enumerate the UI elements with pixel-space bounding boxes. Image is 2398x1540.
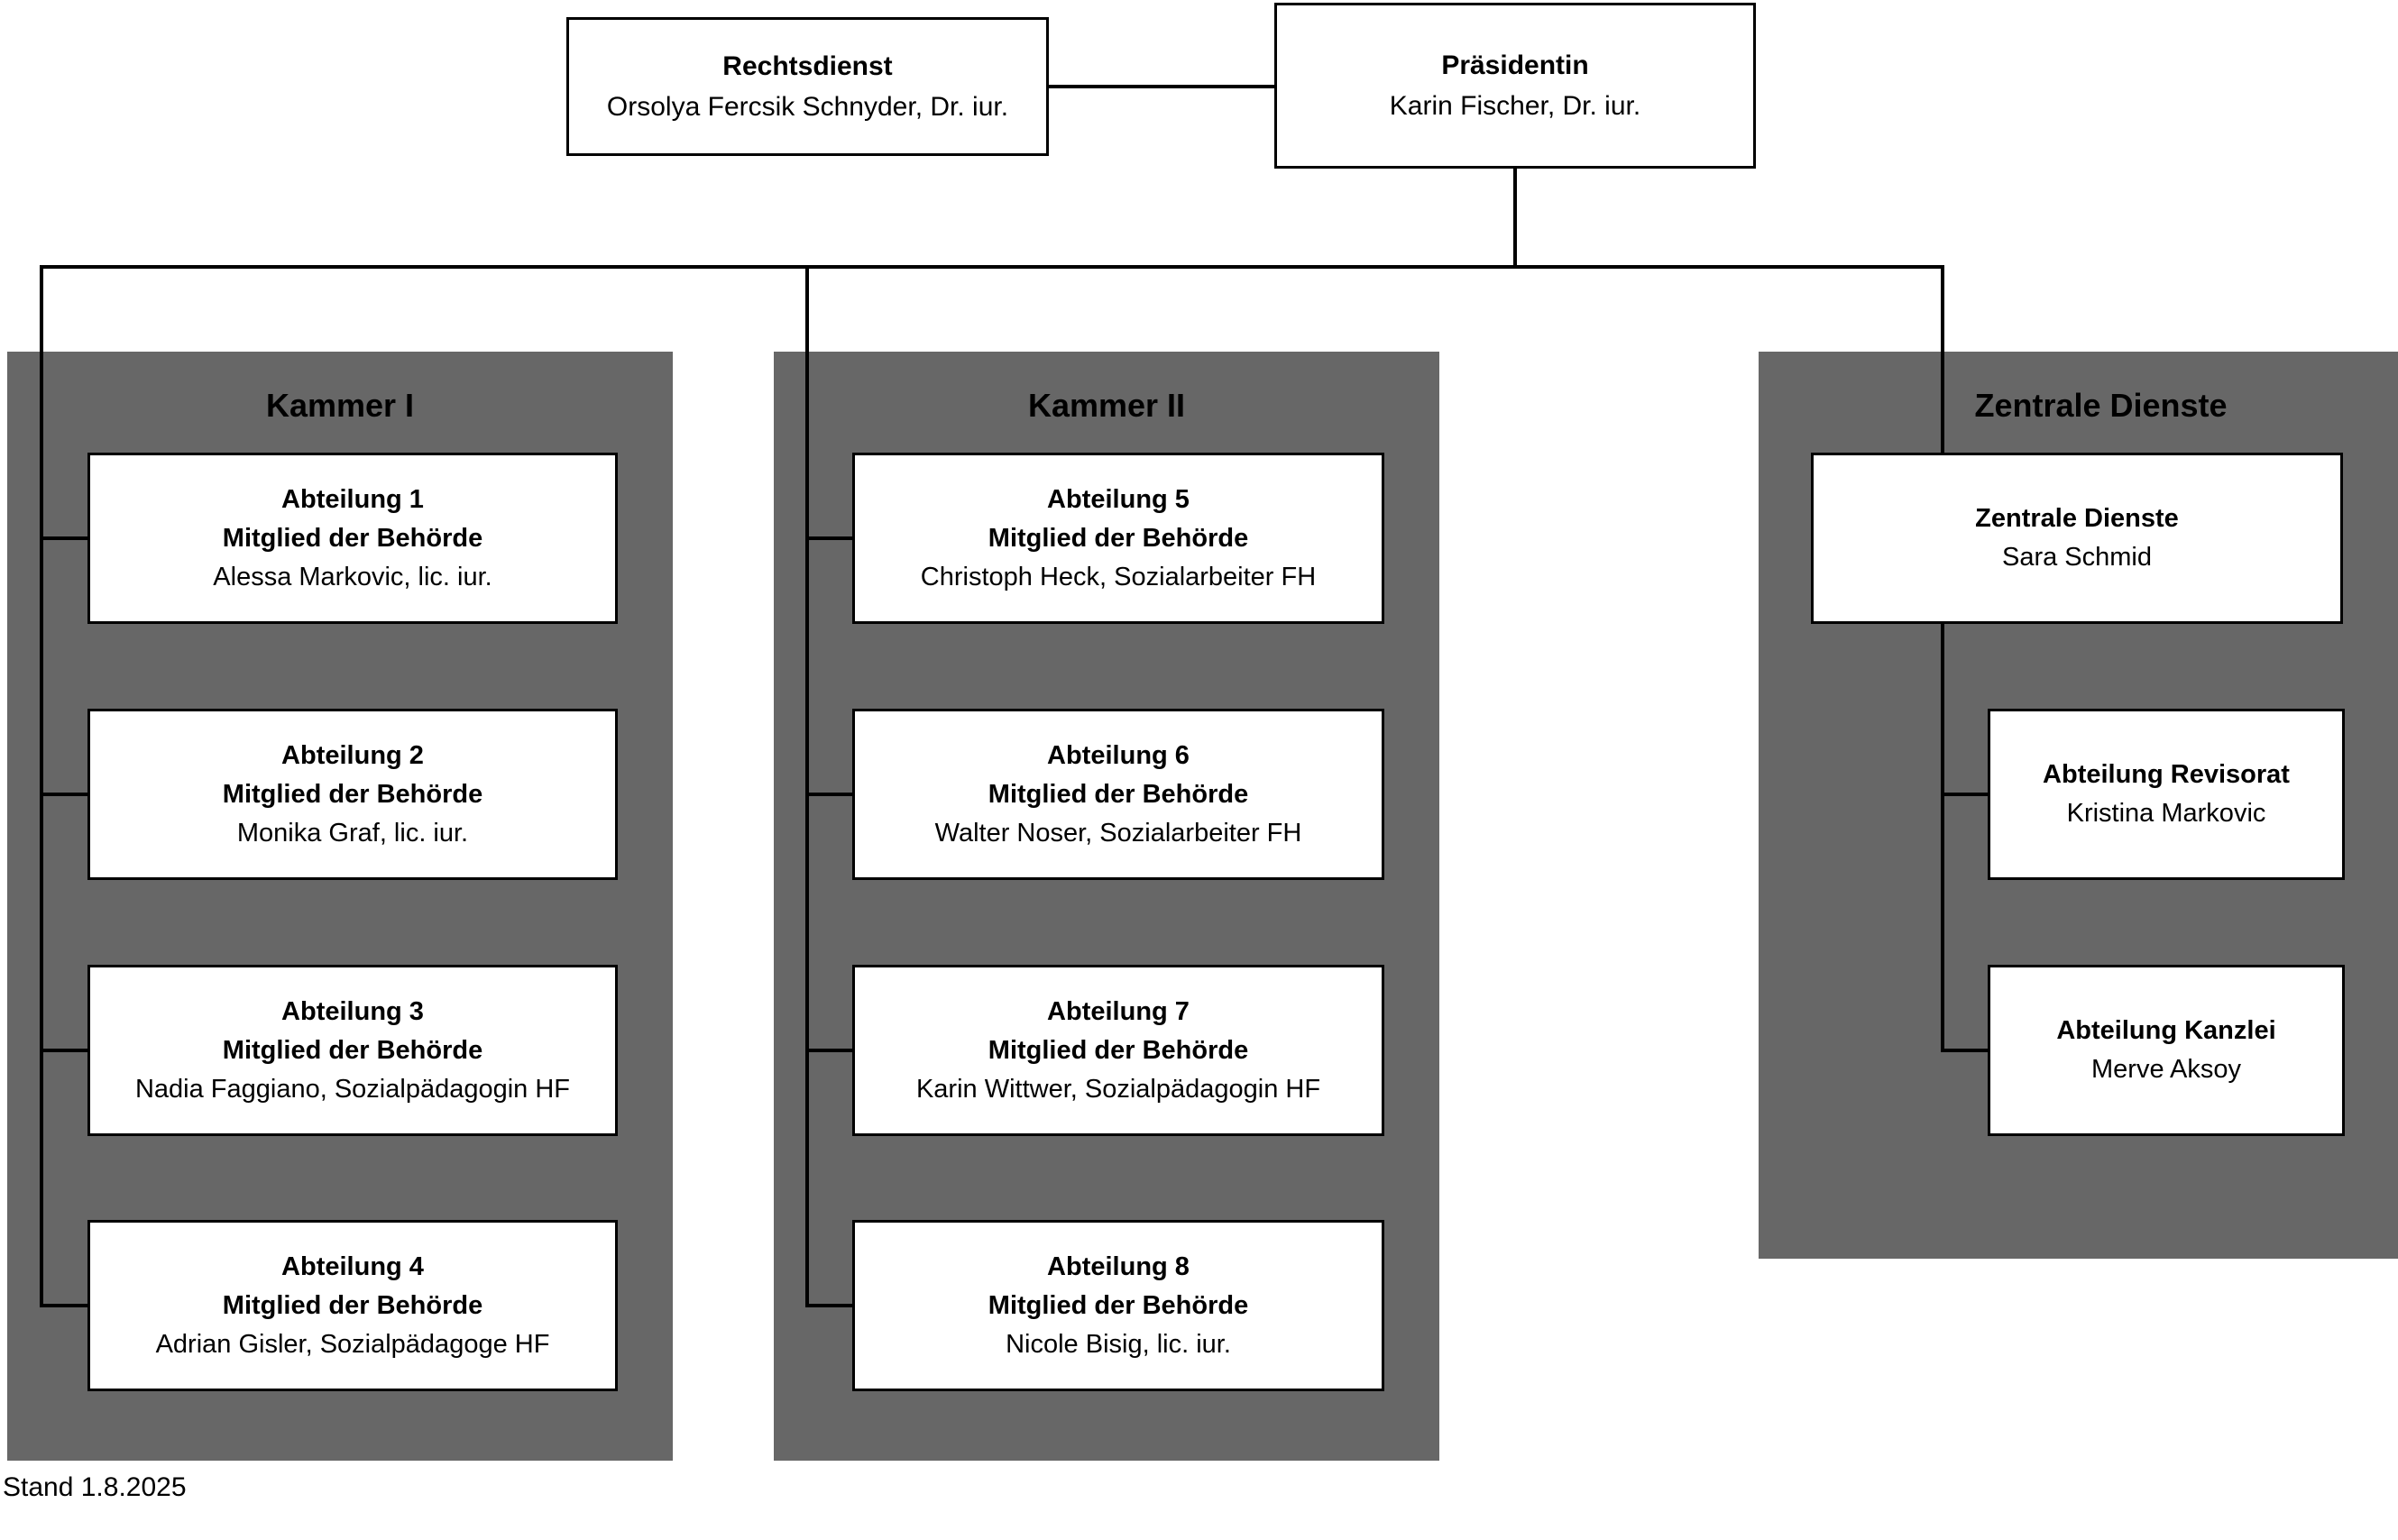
box-praesidentin: Präsidentin Karin Fischer, Dr. iur. xyxy=(1274,3,1756,169)
box-title: Abteilung 7 xyxy=(1047,996,1190,1026)
box-subtitle: Mitglied der Behörde xyxy=(988,779,1249,809)
status-date: Stand 1.8.2025 xyxy=(3,1472,187,1502)
connector-praesidentin-drop xyxy=(1513,169,1517,265)
column-header-kammer-2: Kammer II xyxy=(1027,387,1186,424)
box-abteilung-4: Abteilung 4 Mitglied der Behörde Adrian … xyxy=(87,1220,618,1391)
connector-elbow-abt2 xyxy=(40,793,89,796)
box-abteilung-7: Abteilung 7 Mitglied der Behörde Karin W… xyxy=(852,965,1384,1136)
box-title: Abteilung 5 xyxy=(1047,484,1190,514)
column-header-kammer-1: Kammer I xyxy=(265,387,415,424)
box-person: Orsolya Fercsik Schnyder, Dr. iur. xyxy=(606,92,1009,122)
box-abteilung-8: Abteilung 8 Mitglied der Behörde Nicole … xyxy=(852,1220,1384,1391)
box-title: Abteilung 4 xyxy=(281,1251,424,1281)
box-person: Monika Graf, lic. iur. xyxy=(236,818,469,848)
box-person: Kristina Markovic xyxy=(2066,799,2266,828)
box-abteilung-2: Abteilung 2 Mitglied der Behörde Monika … xyxy=(87,709,618,880)
box-person: Alessa Markovic, lic. iur. xyxy=(213,562,492,591)
connector-elbow-abt3 xyxy=(40,1049,89,1052)
box-subtitle: Mitglied der Behörde xyxy=(988,1035,1249,1065)
connector-elbow-revisorat xyxy=(1941,793,1989,796)
box-person: Merve Aksoy xyxy=(2091,1055,2241,1084)
connector-rechtsdienst-praesidentin xyxy=(1049,85,1274,88)
box-abteilung-6: Abteilung 6 Mitglied der Behörde Walter … xyxy=(852,709,1384,880)
box-abteilung-revisorat: Abteilung Revisorat Kristina Markovic xyxy=(1988,709,2345,880)
box-person: Karin Fischer, Dr. iur. xyxy=(1389,91,1641,121)
column-header-zentrale-dienste: Zentrale Dienste xyxy=(1974,387,2228,424)
box-abteilung-kanzlei: Abteilung Kanzlei Merve Aksoy xyxy=(1988,965,2345,1136)
box-subtitle: Mitglied der Behörde xyxy=(988,1290,1249,1320)
box-title: Abteilung Kanzlei xyxy=(2056,1016,2276,1045)
box-title: Abteilung 1 xyxy=(281,484,424,514)
box-person: Karin Wittwer, Sozialpädagogin HF xyxy=(915,1074,1321,1104)
box-subtitle: Mitglied der Behörde xyxy=(222,1290,483,1320)
box-subtitle: Mitglied der Behörde xyxy=(988,523,1249,553)
box-rechtsdienst: Rechtsdienst Orsolya Fercsik Schnyder, D… xyxy=(566,17,1049,156)
box-subtitle: Mitglied der Behörde xyxy=(222,523,483,553)
box-title: Abteilung Revisorat xyxy=(2043,760,2290,789)
connector-trunk-kammer-1 xyxy=(40,265,43,1307)
connector-elbow-abt1 xyxy=(40,536,89,540)
box-title: Präsidentin xyxy=(1441,50,1589,80)
connector-trunk-zentrale xyxy=(1941,265,1944,1052)
connector-trunk-kammer-2 xyxy=(805,265,809,1307)
box-abteilung-1: Abteilung 1 Mitglied der Behörde Alessa … xyxy=(87,453,618,624)
box-person: Adrian Gisler, Sozialpädagoge HF xyxy=(155,1329,550,1359)
box-person: Sara Schmid xyxy=(2001,543,2152,572)
box-zentrale-dienste: Zentrale Dienste Sara Schmid xyxy=(1811,453,2343,624)
box-person: Walter Noser, Sozialarbeiter FH xyxy=(934,818,1302,848)
box-subtitle: Mitglied der Behörde xyxy=(222,779,483,809)
box-title: Zentrale Dienste xyxy=(1975,504,2179,533)
box-title: Rechtsdienst xyxy=(722,51,893,81)
box-title: Abteilung 6 xyxy=(1047,740,1190,770)
box-title: Abteilung 8 xyxy=(1047,1251,1190,1281)
box-person: Nadia Faggiano, Sozialpädagogin HF xyxy=(134,1074,571,1104)
connector-elbow-abt7 xyxy=(805,1049,854,1052)
connector-distribution-horizontal xyxy=(40,265,1944,269)
box-abteilung-5: Abteilung 5 Mitglied der Behörde Christo… xyxy=(852,453,1384,624)
connector-elbow-abt6 xyxy=(805,793,854,796)
box-person: Christoph Heck, Sozialarbeiter FH xyxy=(920,562,1317,591)
connector-elbow-abt8 xyxy=(805,1304,854,1307)
box-title: Abteilung 3 xyxy=(281,996,424,1026)
box-title: Abteilung 2 xyxy=(281,740,424,770)
box-person: Nicole Bisig, lic. iur. xyxy=(1006,1329,1231,1359)
box-subtitle: Mitglied der Behörde xyxy=(222,1035,483,1065)
box-abteilung-3: Abteilung 3 Mitglied der Behörde Nadia F… xyxy=(87,965,618,1136)
connector-elbow-abt4 xyxy=(40,1304,89,1307)
connector-elbow-abt5 xyxy=(805,536,854,540)
connector-elbow-kanzlei xyxy=(1941,1049,1989,1052)
